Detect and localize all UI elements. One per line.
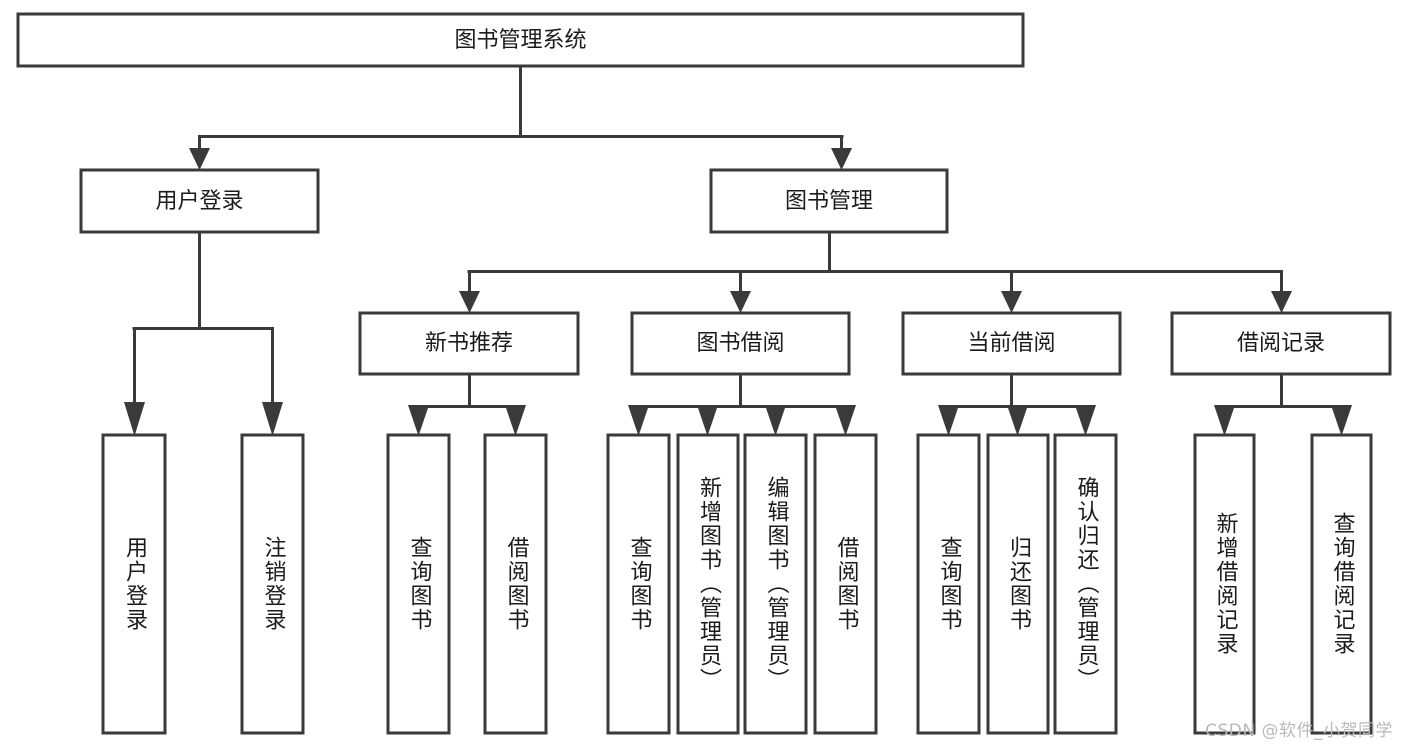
label-level2-book-management: 图书管理: [785, 189, 873, 214]
arrow-icon-leaf-9: [938, 405, 959, 436]
node-box-level2-1[interactable]: [709, 168, 949, 234]
arrow-icon-to-borrow: [730, 291, 751, 313]
node-box-leaf-5[interactable]: [676, 433, 740, 735]
node-box-leaf-12[interactable]: [1310, 433, 1373, 735]
arrow-icon-leaf-4: [505, 405, 526, 436]
arrow-icon-leaf-8: [835, 405, 856, 436]
arrow-icon-leaf-6: [697, 405, 718, 436]
node-boxes: [16, 12, 1392, 735]
node-box-leaf-1[interactable]: [240, 433, 305, 735]
arrow-icon-to-bookmgmt: [831, 148, 852, 170]
arrow-icon-to-userlogin: [189, 148, 210, 170]
arrow-icon-leaf-3: [408, 405, 429, 436]
node-box-level2-0[interactable]: [79, 168, 320, 234]
arrow-icon-leaf-13: [1331, 405, 1352, 436]
node-box-leaf-4[interactable]: [606, 433, 671, 735]
arrow-icon-to-newbook: [459, 291, 480, 313]
label-root: 图书管理系统: [454, 28, 586, 53]
arrow-icon-leaf-10: [1007, 405, 1028, 436]
node-box-leaf-8[interactable]: [916, 433, 981, 735]
node-box-leaf-3[interactable]: [483, 433, 548, 735]
node-box-leaf-11[interactable]: [1193, 433, 1256, 735]
arrow-icon-leaf-12: [1214, 405, 1235, 436]
node-box-level3-1[interactable]: [630, 311, 851, 376]
arrow-heads: [124, 148, 1352, 436]
node-box-level3-3[interactable]: [1170, 311, 1392, 376]
node-box-level3-0[interactable]: [358, 311, 580, 376]
arrow-icon-leaf-5: [628, 405, 649, 436]
label-level2-user-login: 用户登录: [155, 189, 243, 214]
node-box-leaf-7[interactable]: [813, 433, 878, 735]
node-box-leaf-0[interactable]: [101, 433, 167, 735]
arrow-icon-to-record: [1271, 291, 1292, 313]
node-box-leaf-6[interactable]: [743, 433, 808, 735]
node-box-level3-2[interactable]: [901, 311, 1122, 376]
watermark-text: CSDN @软件_小贺同学: [1205, 721, 1393, 741]
label-level3-borrow-record: 借阅记录: [1237, 331, 1325, 356]
label-level3-book-borrow: 图书借阅: [696, 331, 784, 356]
arrow-icon-leaf-2: [262, 402, 283, 436]
node-box-leaf-10[interactable]: [1053, 433, 1118, 735]
node-box-leaf-9[interactable]: [986, 433, 1050, 735]
node-box-leaf-2[interactable]: [386, 433, 451, 735]
node-box-root[interactable]: [16, 12, 1025, 68]
arrow-icon-leaf-1: [124, 402, 145, 436]
arrow-icon-to-current: [1001, 291, 1022, 313]
label-level3-new-book-recommend: 新书推荐: [425, 331, 513, 356]
node-labels-horizontal: 图书管理系统 用户登录 图书管理 新书推荐 图书借阅 当前借阅 借阅记录: [155, 28, 1325, 356]
label-level3-current-borrow: 当前借阅: [967, 331, 1055, 356]
arrow-icon-leaf-11: [1075, 405, 1096, 436]
arrow-icon-leaf-7: [765, 405, 786, 436]
